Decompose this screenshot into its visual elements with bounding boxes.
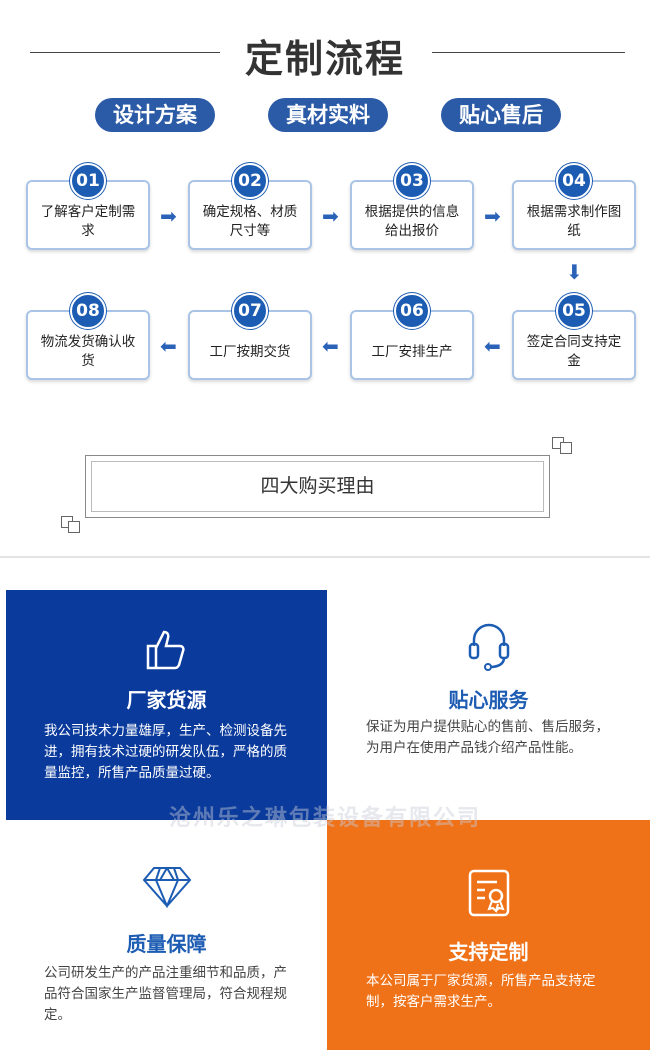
- step-number: 06: [394, 293, 430, 329]
- watermark: 沧州乐之琳包装设备有限公司: [168, 806, 481, 831]
- step-text: 工厂安排生产: [371, 343, 453, 360]
- step-number: 02: [232, 163, 268, 199]
- step-number: 08: [70, 293, 106, 329]
- reason-title: 质量保障: [126, 932, 207, 956]
- step-text: 签定合同支持定金: [526, 334, 622, 369]
- step-text: 根据需求制作图纸: [526, 204, 622, 239]
- step-number: 05: [556, 293, 592, 329]
- step-03: 根据提供的信息给出报价: [350, 180, 474, 250]
- arrow-right-icon: ➡: [160, 204, 177, 228]
- reason-card-custom: 支持定制 本公司属于厂家货源，所售产品支持定制，按客户需求生产。: [327, 820, 650, 1050]
- step-number: 01: [70, 163, 106, 199]
- reason-card-service: 贴心服务 保证为用户提供贴心的售前、售后服务，为用户在使用产品钱介绍产品性能。: [327, 590, 650, 820]
- diamond-icon: [142, 867, 191, 909]
- step-text: 了解客户定制需求: [40, 204, 136, 239]
- step-text: 根据提供的信息给出报价: [364, 204, 460, 239]
- arrow-right-icon: ➡: [322, 204, 339, 228]
- reason-title: 贴心服务: [448, 688, 529, 712]
- reason-title: 厂家货源: [126, 688, 207, 712]
- certificate-icon: [468, 869, 509, 917]
- reason-text: 公司研发生产的产品注重细节和品质，产品符合国家生产监督管理局，符合规程规定。: [44, 965, 287, 1023]
- corner-square: [560, 442, 572, 454]
- step-text: 工厂按期交货: [209, 343, 291, 360]
- reason-text: 本公司属于厂家货源，所售产品支持定制，按客户需求生产。: [366, 973, 596, 1010]
- arrow-left-icon: ⬅: [322, 334, 339, 358]
- reason-card-quality: 质量保障 公司研发生产的产品注重细节和品质，产品符合国家生产监督管理局，符合规程…: [6, 820, 327, 1050]
- thumbs-up-icon: [146, 630, 185, 670]
- reason-text: 我公司技术力量雄厚，生产、检测设备先进，拥有技术过硬的研发队伍，严格的质量监控，…: [44, 723, 287, 781]
- step-02: 确定规格、材质尺寸等: [188, 180, 312, 250]
- title-line-right: [432, 52, 625, 53]
- reason-title: 支持定制: [448, 940, 529, 964]
- pill-material: 真材实料: [268, 98, 388, 132]
- reason-text: 保证为用户提供贴心的售前、售后服务，为用户在使用产品钱介绍产品性能。: [366, 719, 609, 756]
- pill-design: 设计方案: [95, 98, 215, 132]
- arrow-left-icon: ⬅: [484, 334, 501, 358]
- arrow-left-icon: ⬅: [160, 334, 177, 358]
- corner-square: [68, 521, 80, 533]
- step-07: 工厂按期交货: [188, 310, 312, 380]
- arrow-right-icon: ➡: [484, 204, 501, 228]
- reason-card-factory: 厂家货源 我公司技术力量雄厚，生产、检测设备先进，拥有技术过硬的研发队伍，严格的…: [6, 590, 327, 820]
- headset-icon: [468, 623, 509, 671]
- step-number: 03: [394, 163, 430, 199]
- arrow-down-icon: ⬇: [566, 260, 583, 284]
- step-text: 物流发货确认收货: [40, 334, 136, 369]
- pill-service: 贴心售后: [441, 98, 561, 132]
- step-number: 04: [556, 163, 592, 199]
- title-line-left: [30, 52, 220, 53]
- step-text: 确定规格、材质尺寸等: [202, 204, 298, 239]
- reasons-inner-frame: [91, 461, 544, 512]
- page-title: 定制流程: [244, 37, 405, 81]
- reasons-heading: 四大购买理由: [85, 455, 550, 518]
- divider: [0, 556, 650, 558]
- step-number: 07: [232, 293, 268, 329]
